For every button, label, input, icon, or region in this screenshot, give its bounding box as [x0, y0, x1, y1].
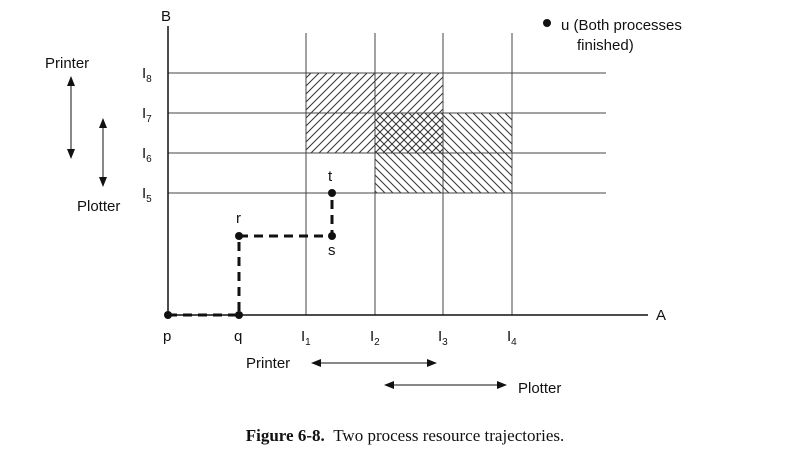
point-q [235, 311, 243, 319]
x-printer-label: Printer [246, 355, 290, 372]
y-plotter-label: Plotter [77, 198, 120, 215]
x-axis-label: A [656, 307, 666, 324]
x-plotter-label: Plotter [518, 380, 561, 397]
figure-caption: Figure 6-8. Two process resource traject… [0, 426, 810, 446]
x-tick-p: p [163, 328, 171, 345]
y-printer-label: Printer [45, 55, 89, 72]
u-label-line1: u (Both processes [561, 17, 682, 34]
point-p [164, 311, 172, 319]
point-r [235, 232, 243, 240]
x-tick-i3: I3 [438, 328, 448, 348]
grid-lines [168, 33, 606, 315]
point-s [328, 232, 336, 240]
point-t [328, 189, 336, 197]
y-axis-label: B [161, 8, 171, 25]
x-tick-i4: I4 [507, 328, 517, 348]
caption-bold: Figure 6-8. [245, 426, 325, 445]
caption-text: Two process resource trajectories. [333, 426, 565, 445]
trajectory-path [168, 193, 334, 317]
y-tick-i8: I8 [142, 65, 152, 85]
x-tick-i2: I2 [370, 328, 380, 348]
point-label-r: r [236, 210, 241, 227]
x-tick-q: q [234, 328, 242, 345]
u-label-line2: finished) [577, 37, 634, 54]
point-label-s: s [328, 242, 336, 259]
point-label-t: t [328, 168, 333, 185]
y-tick-i7: I7 [142, 105, 152, 125]
point-u [543, 19, 551, 27]
y-tick-i5: I5 [142, 185, 152, 205]
x-tick-i1: I1 [301, 328, 311, 348]
y-tick-i6: I6 [142, 145, 152, 165]
